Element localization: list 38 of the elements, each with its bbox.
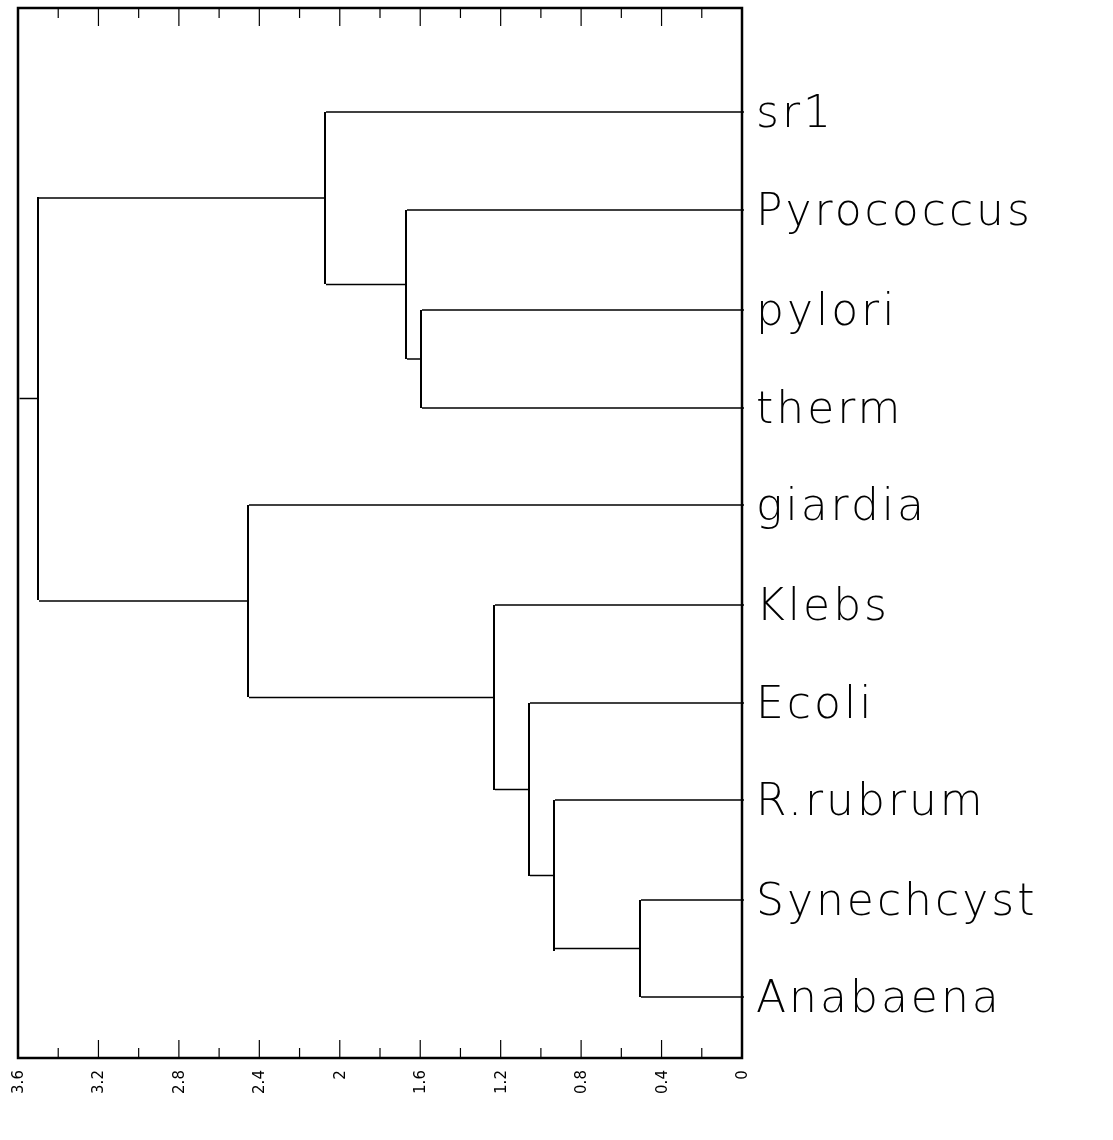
axis-tick-label: 3.2 [89,1070,108,1094]
dendrogram-branch [640,899,745,901]
dendrogram-branch [38,600,248,602]
axis-tick-label: 1.6 [411,1070,430,1094]
leaf-label: R.rubrum [744,770,986,830]
axis-tick-label: 2.8 [169,1070,188,1094]
leaf-label: Klebs [744,575,890,635]
dendrogram-branch [248,504,745,506]
dendrogram-branch [494,788,529,791]
dendrogram-branch [421,407,745,409]
dendrogram-branch [38,197,325,199]
leaf-label: pylori [744,280,898,340]
dendrogram-branch [554,799,745,801]
axis-tick-label: 1.2 [491,1070,510,1094]
dendrogram-branch [554,947,640,950]
dendrogram-branch [248,696,494,699]
dendrogram-branch [325,111,745,113]
leaf-label: sr1 [744,82,834,142]
dendrogram-branch [406,209,745,211]
dendrogram-branch [406,358,421,360]
leaf-label: Synechcyst [744,870,1038,930]
dendrogram-branch [529,702,745,704]
dendrogram-branch [494,604,745,606]
leaf-label: Pyrococcus [744,180,1033,240]
axis-tick-label: 2.4 [250,1070,269,1094]
axis-tick-label: 3.6 [8,1070,27,1094]
dendrogram-branch [640,996,745,998]
leaf-label: giardia [744,475,928,535]
axis-tick-label: 0.4 [652,1070,671,1094]
axis-tick-label: 2 [330,1070,349,1080]
axis-tick-label: 0.8 [572,1070,591,1094]
axis-tick-label: 0 [732,1070,751,1080]
dendrogram-branch [529,874,554,877]
leaf-label: therm [744,378,904,438]
dendrogram-branch [421,309,745,311]
leaf-label: Anabaena [744,967,1002,1027]
leaf-label: Ecoli [744,673,875,733]
dendrogram-branch [325,283,406,286]
